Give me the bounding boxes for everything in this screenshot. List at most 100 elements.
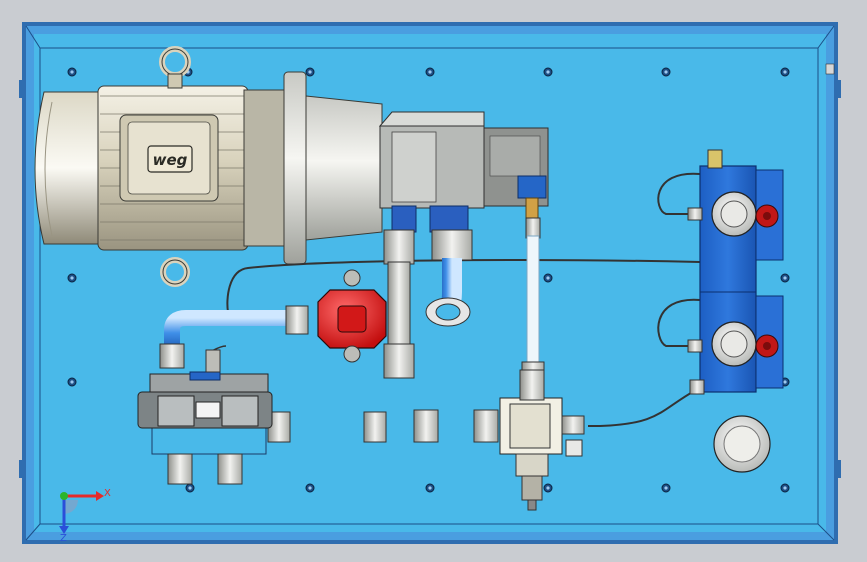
bolt-center [70,70,74,74]
motor-logo-badge [147,145,193,173]
manifold-top-fitting [707,149,723,169]
motor-end-shield [243,89,285,247]
pressure-gauge-bottom-face [720,330,748,358]
relief-valve-plug [565,439,583,457]
gauge-hose-lower [588,389,697,427]
bevel-line [817,523,835,541]
bolt-center [428,70,432,74]
tee-fitting-left [363,411,387,443]
filler-cap[interactable] [713,415,771,473]
x-axis-arrowhead [96,491,104,501]
relief-valve-face [509,403,551,449]
lifting-eye-bottom-outline [162,259,188,285]
valve-red-cap [337,305,367,333]
solenoid-b[interactable] [221,395,259,427]
dcv-port-a [167,453,193,485]
valve-bolt-top [343,269,361,287]
return-pipe-opening [435,303,461,321]
tray-tab [837,460,841,478]
piping[interactable] [159,217,545,443]
drain-line-tube [526,235,540,365]
filter-check-valve[interactable] [317,269,387,363]
y-axis-dot [60,492,68,500]
pump-port-block-left [391,205,417,233]
bolt-center [664,70,668,74]
gauge-line-2 [657,298,701,347]
bevel-line [25,523,41,541]
bevel-line [25,25,41,49]
directional-control-valve[interactable] [137,349,273,485]
relief-valve-knob[interactable] [521,475,543,501]
bolt-center [664,486,668,490]
relief-valve-adjuster[interactable] [515,453,549,477]
bolt-center [308,70,312,74]
bolt-center [546,486,550,490]
bolt-center [783,380,787,384]
bell-housing[interactable] [305,95,383,241]
bevel-line [817,25,835,49]
z-axis-label: Z [60,533,67,544]
motor-flange [283,71,307,265]
bolt-center [783,276,787,280]
manifold-fitting [687,339,703,353]
fan-cover-rib [44,101,53,237]
gauge-manifold[interactable] [687,149,784,395]
bolt-center [783,486,787,490]
pressure-gauge-top-face [720,200,748,228]
pump-top-face [378,111,485,127]
gauge-hose-upper [226,259,701,313]
tray-tab [19,80,23,98]
bolt-center [70,276,74,280]
manifold-fitting [687,207,703,221]
tray-tab [19,460,23,478]
handle-hub [763,342,771,350]
motor-logo-text: weg [153,151,188,169]
handle-hub [763,212,771,220]
axis-triad: X Z [59,488,111,544]
bolt-center [783,70,787,74]
pump-rear-plate [489,135,541,177]
dcv-port-b [217,453,243,485]
dcv-connector [189,371,221,381]
relief-valve-top-fitting [519,369,545,401]
relief-valve-stem [527,499,537,511]
tray-tab [837,80,841,98]
return-fitting [431,229,473,261]
relief-inlet-fitting [473,409,499,443]
plate-inner-outline [39,47,819,525]
lifting-eye-boss [167,73,183,89]
bolt-center [546,70,550,74]
bolt-center [70,380,74,384]
relief-valve[interactable] [499,369,585,511]
pressure-fitting-top [383,229,415,265]
dcv-label-plate [195,401,221,419]
x-axis-label: X [104,488,111,499]
suction-pipe-fitting [285,305,309,335]
mounting-bolts [67,67,790,493]
relief-valve-side-port [561,415,585,435]
dcv-cable-gland [205,349,221,373]
bolt-center [546,276,550,280]
manifold-fitting [689,379,705,395]
motor-fan-cover [34,91,101,245]
bolt-center [188,486,192,490]
pressure-tube-rigid [387,261,411,349]
filler-cap-inner [723,425,761,463]
pump-compensator[interactable] [517,175,547,199]
pump-port-block-right [429,205,469,233]
bolt-center [428,486,432,490]
gauge-line-1 [657,172,701,215]
suction-fitting-lower [159,343,185,369]
suction-pipe [164,310,290,348]
drain-line-fitting-top [525,217,541,239]
bell-housing-body [305,95,383,241]
solenoid-a[interactable] [157,395,195,427]
pressure-fitting-bottom [383,343,415,379]
bolt-center [308,486,312,490]
electric-motor[interactable]: weg [34,46,307,287]
triad-background [64,494,78,514]
z-axis-arrowhead [59,526,69,534]
breather-cap[interactable] [825,63,835,75]
